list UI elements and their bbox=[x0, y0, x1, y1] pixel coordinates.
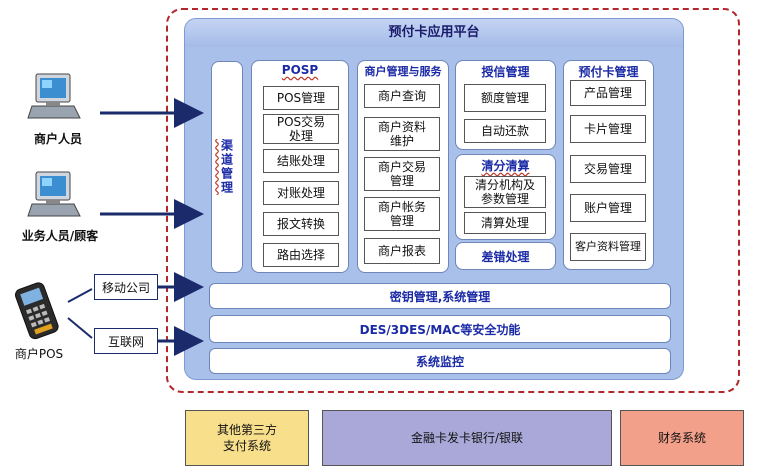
credit-title: 授信管理 bbox=[481, 65, 530, 79]
merchant-item-accounts: 商户帐务 管理 bbox=[364, 197, 440, 231]
prepaid-item-product: 产品管理 bbox=[570, 80, 646, 106]
merchant-item-profile: 商户资料 维护 bbox=[364, 117, 440, 151]
merchant-user-label: 商户人员 bbox=[33, 132, 82, 146]
computer-icon bbox=[27, 171, 81, 217]
system-monitor-bar: 系统监控 bbox=[209, 348, 671, 374]
platform-title: 预付卡应用平台 bbox=[185, 19, 683, 47]
key-management-bar: 密钥管理,系统管理 bbox=[209, 283, 671, 309]
clearing-item-institutions: 清分机构及 参数管理 bbox=[464, 176, 546, 208]
computer-icon bbox=[27, 73, 81, 119]
posp-item-pos-transaction: POS交易 处理 bbox=[263, 114, 339, 144]
pos-terminal-icon bbox=[14, 282, 59, 340]
posp-item-pos-management: POS管理 bbox=[263, 86, 339, 110]
posp-item-reconciliation: 对账处理 bbox=[263, 181, 339, 205]
prepaid-item-customer: 客户资料管理 bbox=[570, 233, 646, 261]
merchant-item-reports: 商户报表 bbox=[364, 238, 440, 264]
posp-item-message-conversion: 报文转换 bbox=[263, 212, 339, 236]
prepaid-title: 预付卡管理 bbox=[578, 65, 639, 79]
error-title: 差错处理 bbox=[481, 249, 530, 264]
third-party-payment-box: 其他第三方 支付系统 bbox=[185, 410, 309, 466]
internet-box: 互联网 bbox=[94, 328, 158, 354]
staff-user-label: 业务人员/顾客 bbox=[21, 229, 99, 243]
line-pos-mobile bbox=[67, 288, 93, 303]
posp-title: POSP bbox=[281, 63, 319, 77]
merchant-item-query: 商户查询 bbox=[364, 84, 440, 108]
line-pos-internet bbox=[67, 317, 93, 339]
posp-item-settlement: 结账处理 bbox=[263, 149, 339, 173]
security-functions-bar: DES/3DES/MAC等安全功能 bbox=[209, 315, 671, 343]
channel-management-panel: 渠道管理 bbox=[211, 61, 243, 273]
prepaid-item-card: 卡片管理 bbox=[570, 115, 646, 143]
mobile-company-box: 移动公司 bbox=[94, 274, 158, 300]
prepaid-item-account: 账户管理 bbox=[570, 194, 646, 222]
merchant-pos-label: 商户POS bbox=[14, 347, 64, 361]
channel-management-label: 渠道管理 bbox=[219, 139, 234, 195]
merchant-item-transaction: 商户交易 管理 bbox=[364, 157, 440, 191]
clearing-title: 清分清算 bbox=[481, 159, 530, 173]
merchant-title: 商户管理与服务 bbox=[364, 65, 442, 78]
system-boundary-frame bbox=[166, 8, 740, 393]
finance-system-box: 财务系统 bbox=[620, 410, 744, 466]
bank-unionpay-box: 金融卡发卡银行/银联 bbox=[322, 410, 612, 466]
prepaid-item-transaction: 交易管理 bbox=[570, 155, 646, 183]
credit-item-limit: 额度管理 bbox=[464, 84, 546, 112]
error-panel: 差错处理 bbox=[455, 242, 556, 270]
credit-item-autorepay: 自动还款 bbox=[464, 119, 546, 143]
posp-item-routing: 路由选择 bbox=[263, 243, 339, 267]
clearing-item-settlement: 清算处理 bbox=[464, 212, 546, 234]
